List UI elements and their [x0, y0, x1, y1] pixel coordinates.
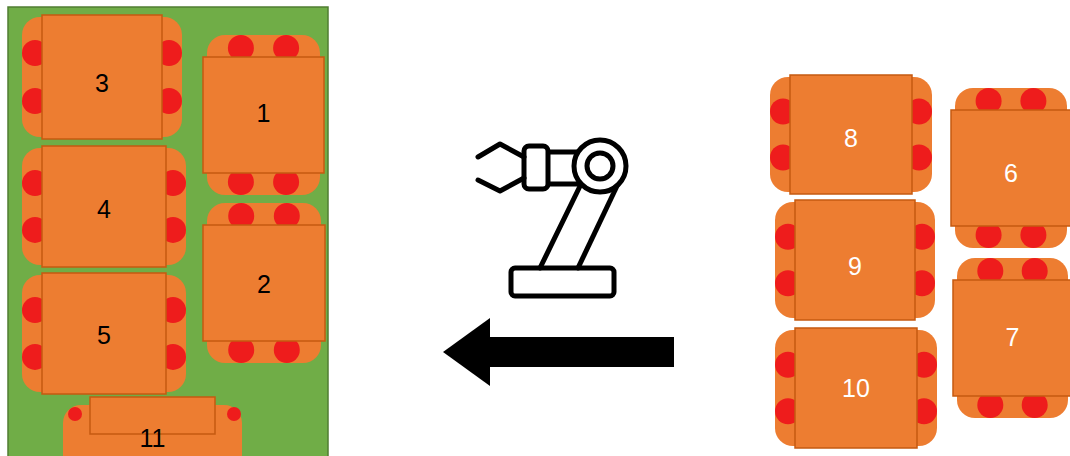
cart-load	[203, 225, 325, 341]
cart-load	[42, 15, 162, 139]
cart-box: 3	[22, 17, 182, 137]
box-number: 11	[140, 423, 166, 453]
robot-arm-icon	[478, 140, 626, 296]
cart-box: 6	[955, 88, 1067, 248]
box-number: 8	[844, 123, 858, 153]
cart-load	[790, 75, 912, 194]
cart-box: 2	[207, 203, 321, 363]
cart-load	[795, 200, 915, 320]
cart-box: 11	[63, 405, 242, 456]
cart-load	[795, 328, 917, 448]
wheel	[68, 407, 82, 421]
cart-box: 7	[957, 258, 1068, 418]
cart-load	[953, 280, 1070, 396]
cart-load	[203, 57, 324, 173]
box-number: 3	[95, 68, 109, 98]
cart-load	[42, 273, 166, 394]
cart-box: 1	[207, 35, 320, 195]
cart-box: 4	[22, 148, 186, 265]
box-number: 9	[848, 251, 862, 281]
cart-box: 5	[22, 275, 186, 392]
box-number: 10	[842, 373, 870, 403]
box-number: 1	[257, 98, 271, 128]
cart-load	[951, 110, 1070, 226]
box-number: 2	[257, 269, 271, 299]
box-number: 6	[1004, 158, 1018, 188]
cart-box: 8	[770, 77, 932, 192]
cart-load	[42, 146, 166, 267]
cart-box: 9	[775, 202, 935, 318]
green-area	[8, 7, 328, 456]
cart-box: 10	[775, 330, 937, 446]
box-number: 7	[1006, 322, 1020, 352]
wheel	[227, 407, 241, 421]
box-number: 4	[97, 194, 111, 224]
box-number: 5	[97, 320, 111, 350]
direction-arrow	[443, 318, 674, 386]
